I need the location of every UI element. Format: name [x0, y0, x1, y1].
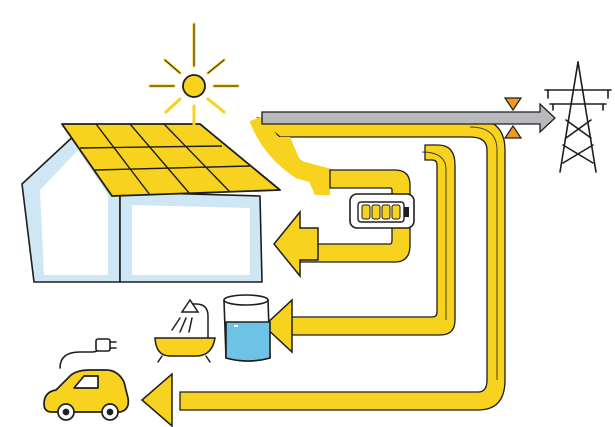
- sketch-line: [469, 126, 498, 380]
- electric-car-icon: [43, 369, 130, 421]
- home-battery-icon: [349, 193, 415, 229]
- house-wall-highlight: [132, 205, 250, 275]
- grid-meter-valve: [503, 97, 523, 139]
- solar-panel-grid: [79, 123, 251, 196]
- water-heater-arrow: [262, 298, 293, 354]
- solar-roof: [61, 123, 281, 197]
- main-flow-band: [179, 117, 506, 411]
- battery-to-house-arrow: [273, 209, 319, 279]
- energy-flow-bands: [140, 114, 506, 427]
- sun-icon: [148, 22, 240, 130]
- water-heater-flow-band: [289, 144, 456, 336]
- ev-charging-plug-icon: [59, 338, 117, 369]
- house-wall-highlight: [40, 150, 108, 275]
- sketch-line: [421, 151, 447, 320]
- grid-export-arrow: [261, 97, 556, 139]
- power-grid-tower: [544, 61, 612, 173]
- water-heater-tank-icon: [223, 294, 271, 362]
- house-with-solar-roof: [21, 123, 281, 283]
- bathtub-with-shower-icon: [154, 298, 216, 363]
- roof-flow-stroke: [249, 114, 333, 187]
- car-arrow: [140, 372, 173, 427]
- battery-cells: [361, 204, 401, 220]
